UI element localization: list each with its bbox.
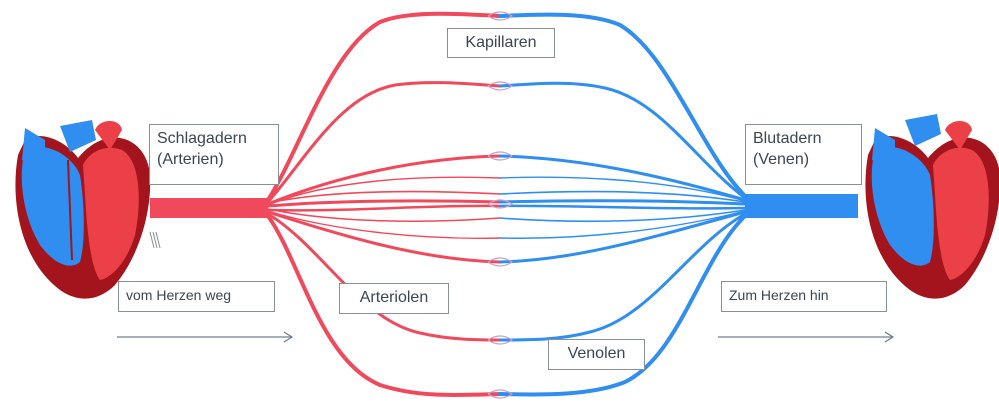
- artery-branch: [266, 210, 502, 264]
- label-kapillaren: Kapillaren: [447, 28, 555, 58]
- heart-right-icon: [865, 114, 999, 299]
- vein-branch: [498, 214, 747, 397]
- label-zum-herzen: Zum Herzen hin: [721, 281, 887, 312]
- artery-branch: [266, 81, 502, 204]
- artery-branch: [267, 176, 501, 206]
- capillary-knot: [487, 335, 514, 345]
- vein-branch: [498, 12, 747, 198]
- artery-branch: [266, 11, 502, 202]
- vein-branch: [498, 81, 747, 200]
- label-arteriolen: Arteriolen: [339, 283, 449, 314]
- vein-branch: [498, 199, 747, 206]
- vein-branch: [499, 176, 746, 202]
- vein-branch: [498, 212, 747, 342]
- arrow-right-icon: [117, 331, 294, 343]
- artery-branch: [266, 204, 502, 212]
- vein-branch: [498, 154, 747, 202]
- artery-trunk: [150, 198, 268, 218]
- capillary-knot: [487, 199, 514, 209]
- heart-left-icon: [15, 120, 151, 299]
- label-vom-herzen: vom Herzen weg: [118, 281, 275, 312]
- capillary-knot: [487, 389, 514, 399]
- label-blutadern: Blutadern (Venen): [745, 124, 862, 185]
- vein-branch: [498, 204, 747, 210]
- artery-branch: [266, 154, 502, 206]
- capillary-knots: [487, 11, 514, 399]
- artery-branch: [267, 190, 501, 204]
- arteriole-branches: [266, 11, 502, 397]
- label-schlagadern: Schlagadern (Arterien): [149, 124, 279, 185]
- vein-trunk: [745, 194, 858, 218]
- artery-branch: [267, 208, 501, 223]
- venule-branches: [498, 12, 747, 397]
- arrow-right-icon: [718, 331, 895, 343]
- vein-branch: [498, 210, 747, 264]
- artery-branch: [266, 212, 502, 342]
- capillary-knot: [487, 257, 514, 267]
- capillary-knot: [487, 11, 514, 21]
- vein-branch: [499, 209, 746, 223]
- scribble-mark: [149, 231, 161, 249]
- vein-branch: [499, 190, 746, 203]
- capillary-knot: [487, 81, 514, 91]
- artery-branch: [266, 214, 502, 397]
- capillary-knot: [487, 151, 514, 161]
- vein-branch: [499, 210, 746, 239]
- artery-branch: [267, 210, 501, 239]
- artery-branch: [266, 199, 502, 208]
- label-venolen: Venolen: [548, 339, 645, 370]
